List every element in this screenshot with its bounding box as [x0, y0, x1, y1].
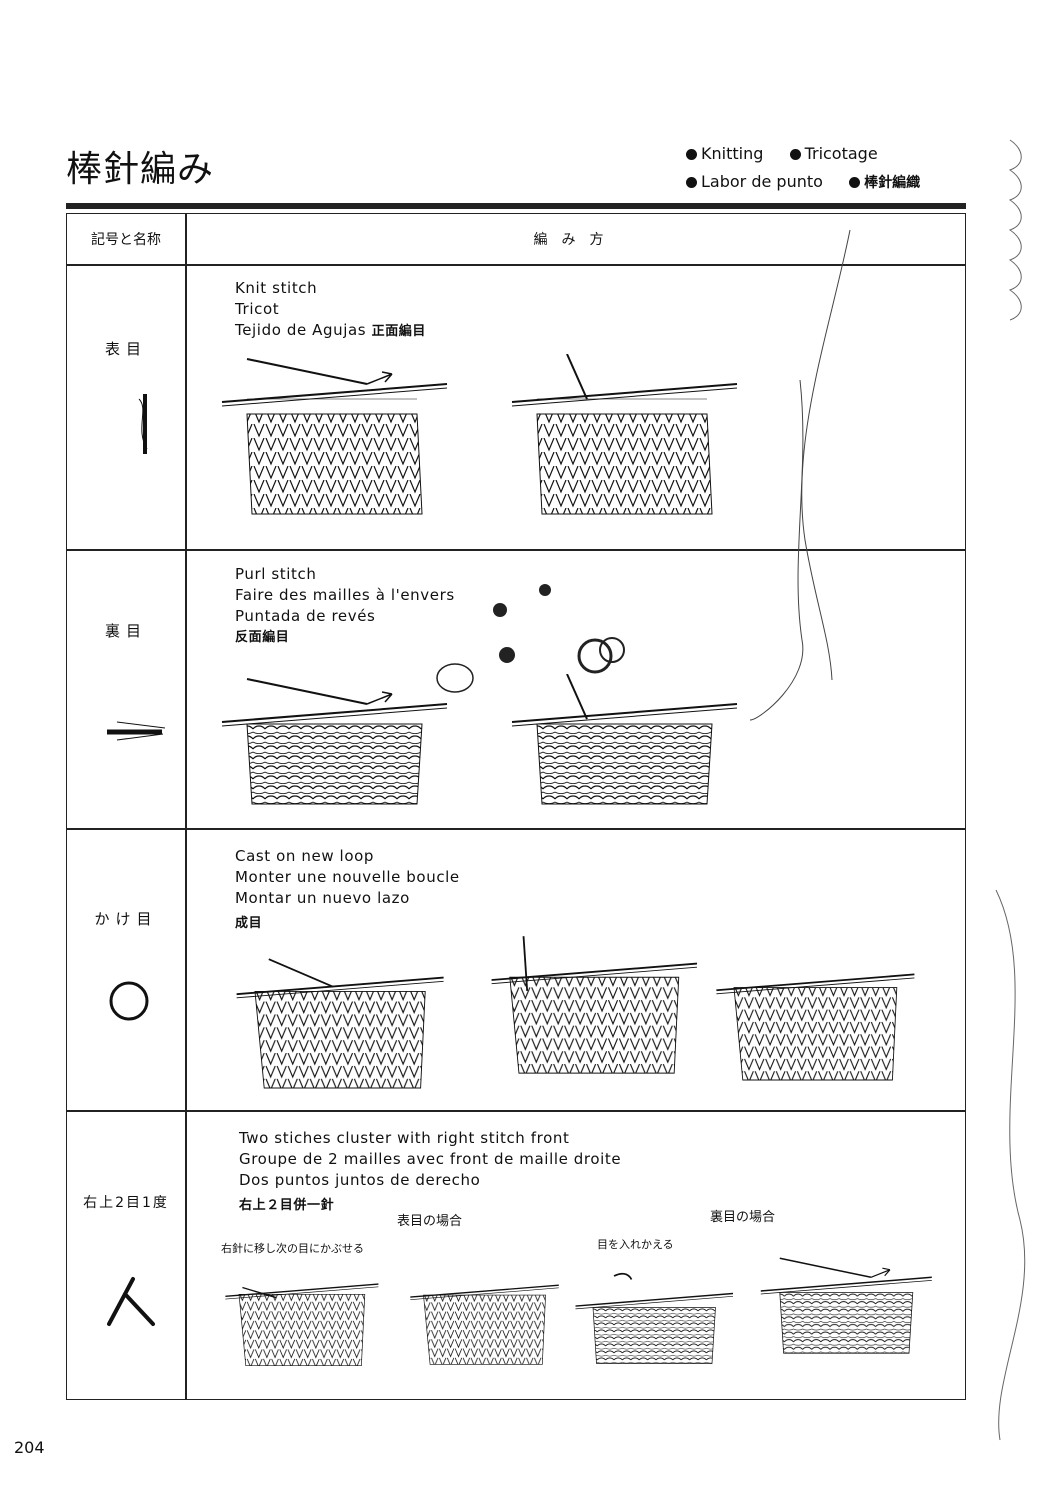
decrease-knit-step1: [224, 1283, 380, 1367]
row-divider: [67, 1110, 965, 1112]
yarnover-swatch-step3: [715, 973, 916, 1081]
desc-line: Two stiches cluster with right stitch fr…: [239, 1129, 570, 1147]
desc-line: Knit stitch: [235, 279, 318, 297]
lang-en: Knitting: [701, 144, 764, 163]
row-divider: [67, 828, 965, 830]
lang-es: Labor de punto: [701, 172, 823, 191]
desc-line: Tricot: [235, 300, 280, 318]
purl-swatch-step2: [511, 674, 738, 805]
bullet-icon: [686, 177, 697, 188]
row-name-decrease: 右上2目1度: [83, 1195, 169, 1211]
purl-swatch-step1: [221, 678, 448, 805]
bullet-icon: [789, 149, 801, 160]
language-labels: Knitting Tricotage Labor de punto 棒針編織: [686, 140, 920, 197]
desc-line: Groupe de 2 mailles avec front de maille…: [239, 1150, 622, 1168]
row-name-yarnover: かけ目: [94, 910, 158, 928]
decrease-purl-step2: [760, 1257, 933, 1354]
lang-fr: Tricotage: [804, 144, 878, 163]
page-title: 棒針編み: [66, 149, 215, 190]
lang-zh: 棒針編織: [864, 175, 921, 191]
knit-swatch-step1: [221, 358, 448, 515]
horizontal-bar-icon: [107, 721, 166, 741]
column-divider: [185, 214, 187, 1399]
desc-line: Purl stitch: [235, 565, 317, 583]
desc-line: Dos puntos juntos de derecho: [239, 1171, 481, 1189]
stitch-table: 記号と名称 編み方 表目 Knit stitch Tricot Tejido d…: [66, 213, 966, 1400]
knit-case-label: 表目の場合: [397, 1214, 463, 1229]
row-name-knit: 表目: [104, 340, 147, 358]
bullet-icon: [686, 149, 697, 160]
note-left: 右針に移し次の目にかぶせる: [221, 1242, 364, 1255]
desc-jp-label: 正面編目: [371, 324, 427, 339]
vertical-bar-icon: [138, 394, 148, 454]
row-desc-yarnover: Cast on new loop Monter une nouvelle bou…: [235, 846, 460, 934]
desc-line: Puntada de revés: [235, 607, 376, 625]
decrease-purl-step1: [574, 1272, 734, 1364]
decrease-knit-step2: [409, 1284, 560, 1365]
title-rule: [66, 203, 966, 209]
desc-line: Montar un nuevo lazo: [235, 889, 410, 907]
desc-line: Cast on new loop: [235, 847, 374, 865]
page-number: 204: [14, 1438, 45, 1457]
bullet-icon: [849, 177, 861, 188]
desc-line: Monter une nouvelle boucle: [235, 868, 460, 886]
header-symbol-name: 記号と名称: [91, 232, 161, 248]
purl-case-label: 裏目の場合: [710, 1210, 776, 1225]
circle-icon: [109, 981, 149, 1021]
yarnover-swatch-step2: [490, 936, 697, 1074]
desc-jp-label: 右上２目併一針: [239, 1198, 335, 1213]
knit-swatch-step2: [511, 354, 738, 515]
desc-line: Tejido de Agujas: [235, 321, 367, 339]
row-divider: [67, 264, 965, 266]
row-name-purl: 裏目: [104, 622, 147, 640]
right-over-decrease-icon: [107, 1277, 155, 1326]
note-right: 目を入れかえる: [597, 1238, 674, 1251]
row-divider: [67, 549, 965, 551]
row-desc-knit: Knit stitch Tricot Tejido de Agujas 正面編目: [235, 278, 426, 342]
header-method: 編み方: [533, 232, 618, 248]
row-desc-purl: Purl stitch Faire des mailles à l'envers…: [235, 564, 455, 648]
desc-line: Faire des mailles à l'envers: [235, 586, 455, 604]
row-desc-decrease: Two stiches cluster with right stitch fr…: [239, 1128, 621, 1216]
desc-jp-label: 反面編目: [235, 630, 290, 645]
desc-jp-label: 成目: [235, 916, 263, 931]
yarnover-swatch-step1: [235, 958, 445, 1089]
